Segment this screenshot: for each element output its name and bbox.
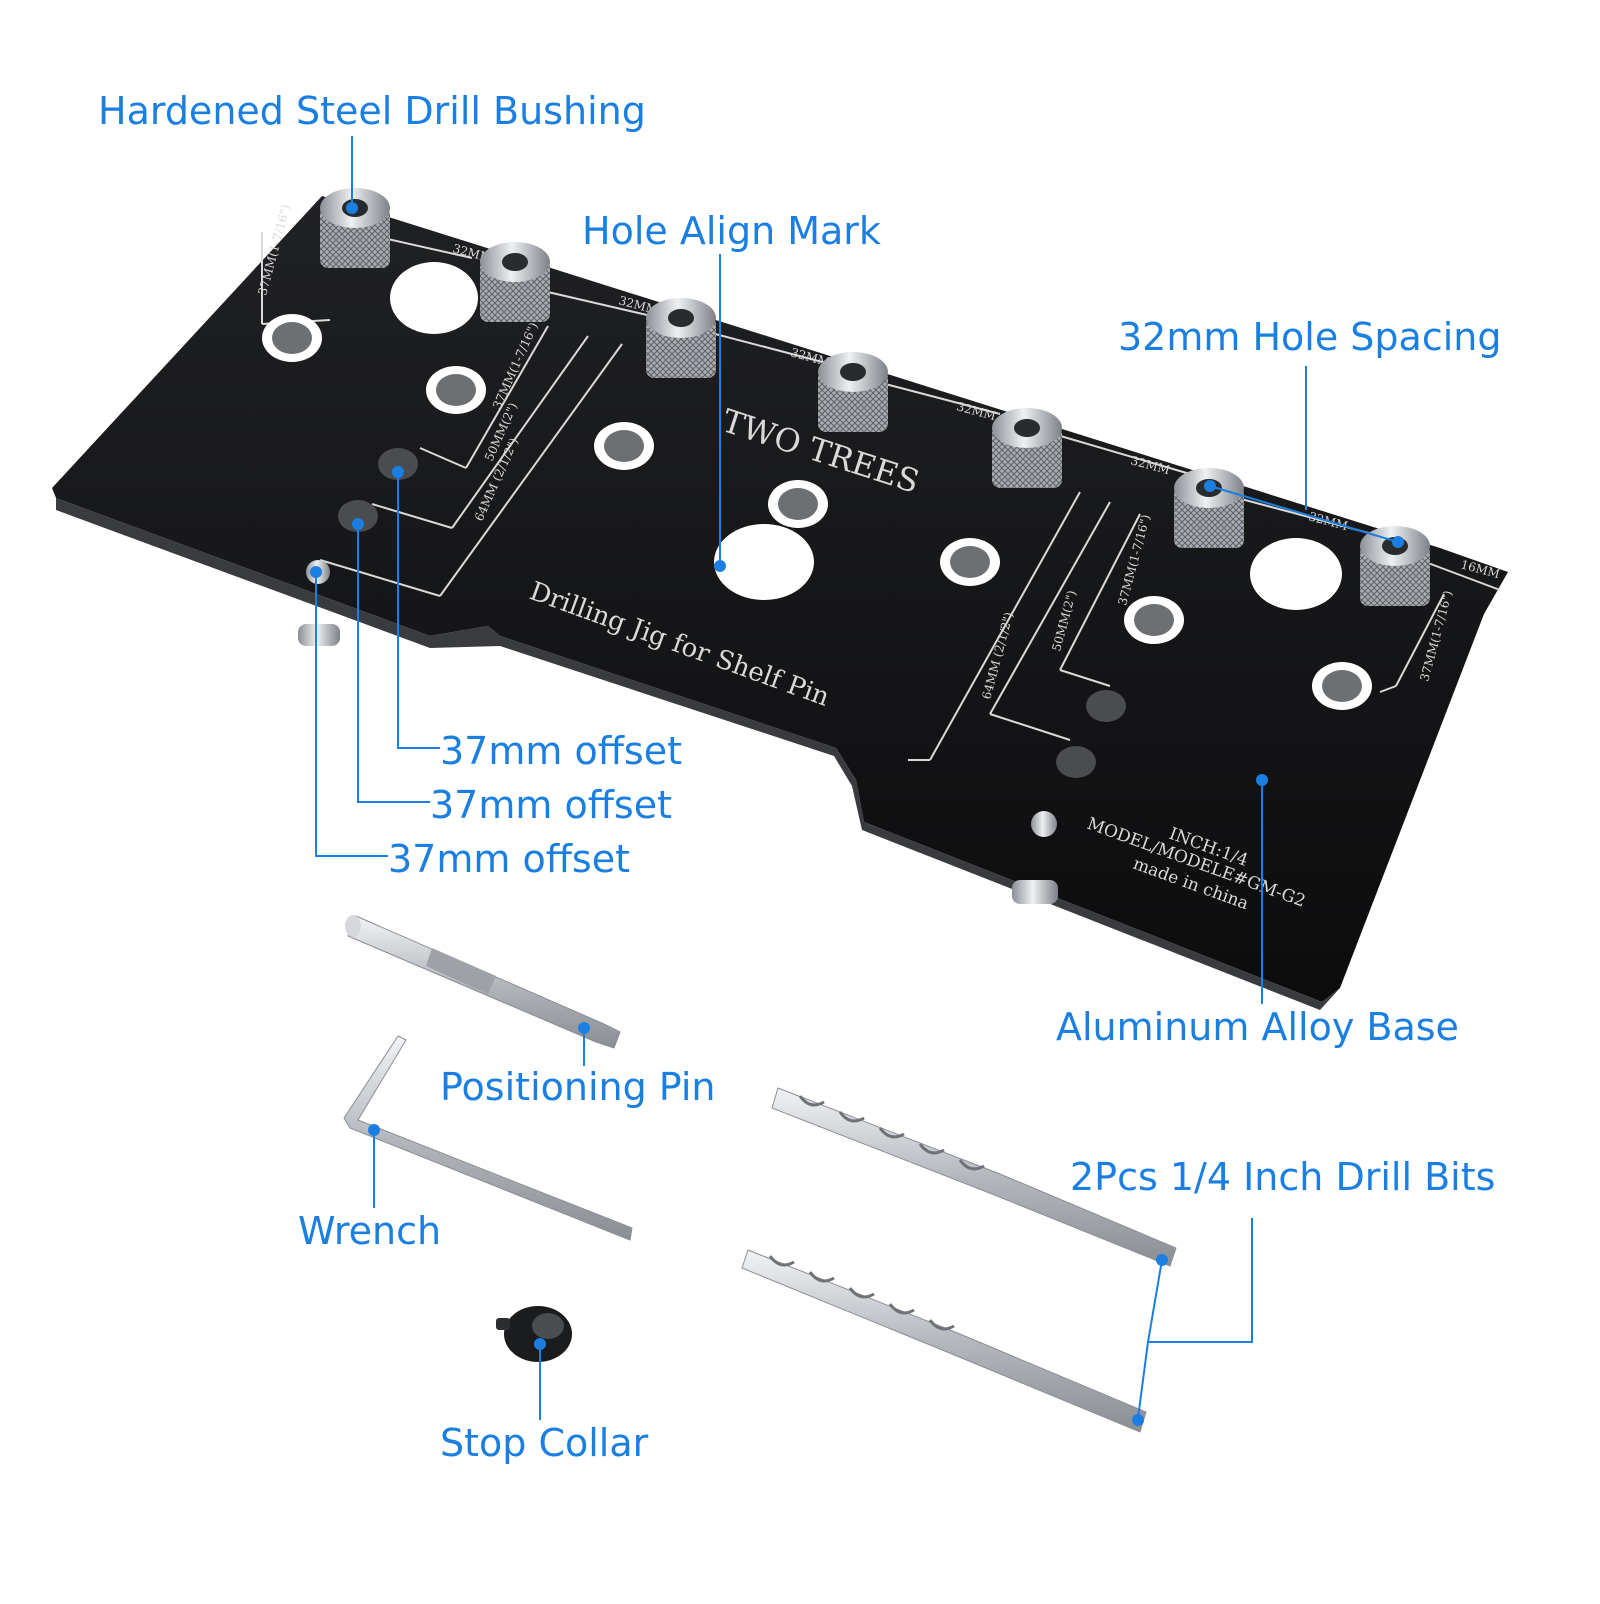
drill-bushing [818, 352, 888, 432]
large-holes [390, 262, 1342, 610]
label-offset-3: 37mm offset [388, 837, 630, 881]
drill-bit-1 [771, 1087, 1177, 1267]
drill-bit-2 [741, 1249, 1147, 1433]
label-hole-align-mark: Hole Align Mark [582, 209, 881, 253]
engraved-guides [261, 225, 1501, 761]
label-offset-1: 37mm offset [440, 729, 682, 773]
threaded-holes [262, 314, 1372, 778]
drill-bushing [320, 188, 390, 268]
label-stop-collar: Stop Collar [440, 1421, 649, 1465]
drill-bushing [480, 242, 550, 322]
callout-dots [310, 202, 1404, 1426]
drill-bushing [992, 408, 1062, 488]
label-wrench: Wrench [298, 1209, 442, 1253]
stop-collar [496, 1306, 572, 1362]
wrench [343, 1035, 633, 1241]
drill-bushing [646, 298, 716, 378]
label-hole-spacing: 32mm Hole Spacing [1118, 315, 1502, 359]
aluminum-alloy-base [52, 196, 1508, 1010]
label-drill-bushing: Hardened Steel Drill Bushing [98, 89, 646, 133]
label-drill-bits: 2Pcs 1/4 Inch Drill Bits [1070, 1155, 1496, 1199]
label-offset-2: 37mm offset [430, 783, 672, 827]
callout-leaders [315, 136, 1399, 1420]
drill-bushing [1174, 468, 1244, 548]
locating-pins [298, 560, 1058, 904]
positioning-pin [345, 915, 621, 1049]
label-positioning-pin: Positioning Pin [440, 1065, 716, 1109]
label-alloy-base: Aluminum Alloy Base [1056, 1005, 1459, 1049]
